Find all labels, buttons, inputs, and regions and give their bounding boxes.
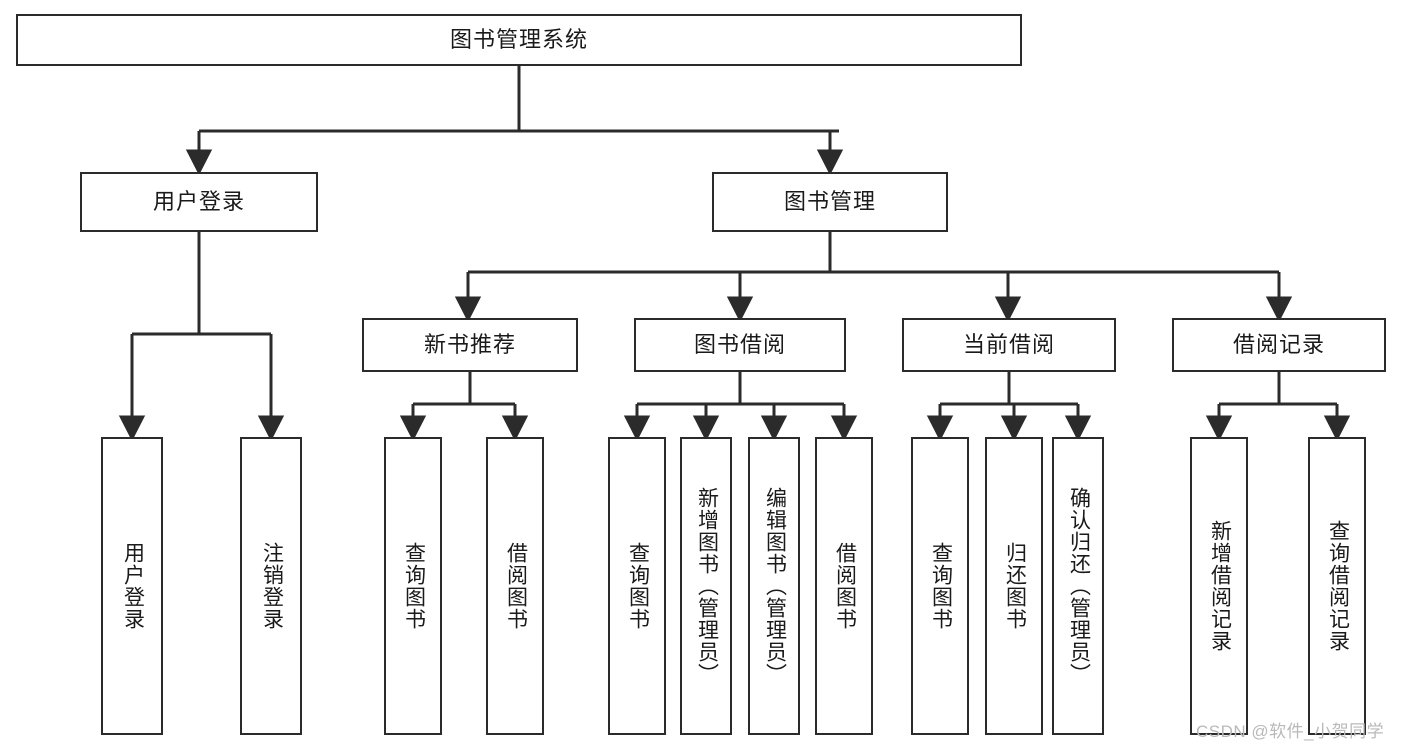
- node-label: 图书借阅: [693, 331, 786, 357]
- node-label: 确认归还（管理员）: [1067, 487, 1091, 685]
- node-label: 查询图书: [929, 542, 953, 630]
- node-book-management[interactable]: 图书管理: [712, 172, 948, 232]
- node-book-borrow[interactable]: 图书借阅: [634, 318, 846, 372]
- node-label: 借阅图书: [504, 542, 528, 630]
- leaf-borrow-books-borrow[interactable]: 借阅图书: [815, 437, 873, 735]
- node-label: 用户登录: [152, 188, 245, 214]
- node-label: 归还图书: [1003, 542, 1027, 630]
- leaf-query-borrow-record[interactable]: 查询借阅记录: [1308, 437, 1366, 735]
- node-borrow-record[interactable]: 借阅记录: [1172, 318, 1386, 372]
- node-label: 查询借阅记录: [1326, 520, 1350, 652]
- node-label: 用户登录: [121, 542, 145, 630]
- leaf-query-books-borrow[interactable]: 查询图书: [608, 437, 666, 735]
- leaf-add-borrow-record[interactable]: 新增借阅记录: [1190, 437, 1248, 735]
- node-user-login[interactable]: 用户登录: [80, 172, 318, 232]
- leaf-return-books[interactable]: 归还图书: [985, 437, 1043, 735]
- leaf-borrow-books-recommend[interactable]: 借阅图书: [486, 437, 544, 735]
- leaf-logout-login[interactable]: 注销登录: [240, 437, 302, 735]
- leaf-edit-book-admin[interactable]: 编辑图书（管理员）: [748, 437, 800, 735]
- csdn-watermark: CSDN @软件_小贺同学: [1196, 722, 1385, 741]
- node-label: 借阅记录: [1232, 331, 1325, 357]
- node-label: 查询图书: [402, 542, 426, 630]
- node-new-book-recommend[interactable]: 新书推荐: [362, 318, 578, 372]
- node-label: 当前借阅: [962, 331, 1055, 357]
- node-label: 注销登录: [260, 542, 284, 630]
- node-label: 新增图书（管理员）: [695, 487, 719, 685]
- node-root-book-management-system[interactable]: 图书管理系统: [16, 14, 1022, 66]
- node-label: 新书推荐: [423, 331, 516, 357]
- leaf-user-login[interactable]: 用户登录: [101, 437, 163, 735]
- node-label: 查询图书: [626, 542, 650, 630]
- node-label: 图书管理: [783, 188, 876, 214]
- node-current-borrow[interactable]: 当前借阅: [902, 318, 1116, 372]
- leaf-add-book-admin[interactable]: 新增图书（管理员）: [680, 437, 732, 735]
- node-label: 图书管理系统: [449, 26, 588, 52]
- node-label: 借阅图书: [833, 542, 857, 630]
- leaf-query-books-recommend[interactable]: 查询图书: [384, 437, 442, 735]
- leaf-confirm-return-admin[interactable]: 确认归还（管理员）: [1052, 437, 1104, 735]
- node-label: 编辑图书（管理员）: [763, 487, 787, 685]
- leaf-query-books-current[interactable]: 查询图书: [911, 437, 969, 735]
- node-label: 新增借阅记录: [1208, 520, 1232, 652]
